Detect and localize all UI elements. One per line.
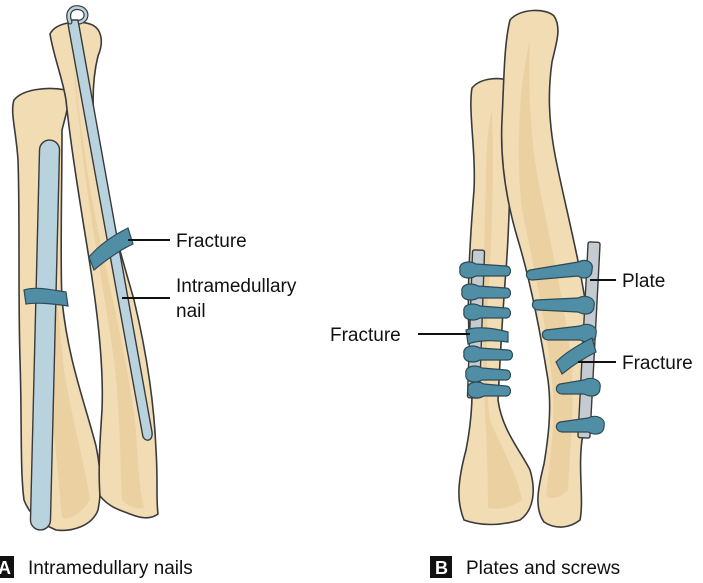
panel-a-left-fracture-band (24, 288, 68, 306)
panel-b-left-screw-4 (464, 346, 513, 362)
panel-a-nail-label-line2: nail (176, 301, 206, 322)
panel-a-fracture-label: Fracture (176, 231, 247, 252)
panel-b-plate-label: Plate (622, 271, 665, 292)
panel-b-badge-letter: B (435, 558, 448, 578)
panel-a: Fracture Intramedullary nail A Intramedu… (0, 8, 297, 579)
panel-b-right-fracture-label: Fracture (622, 353, 693, 374)
panel-a-badge-letter: A (0, 558, 11, 578)
panel-a-caption: Intramedullary nails (28, 558, 193, 579)
panel-b-caption: Plates and screws (466, 558, 620, 579)
panel-b-left-fracture-label: Fracture (330, 325, 401, 346)
panel-b: Plate Fracture Fracture B Plates and scr… (330, 10, 693, 579)
panel-a-nail-label-line1: Intramedullary (176, 276, 297, 297)
panel-b-left-screw-5 (466, 366, 511, 382)
panel-b-left-screw-6 (468, 382, 511, 398)
